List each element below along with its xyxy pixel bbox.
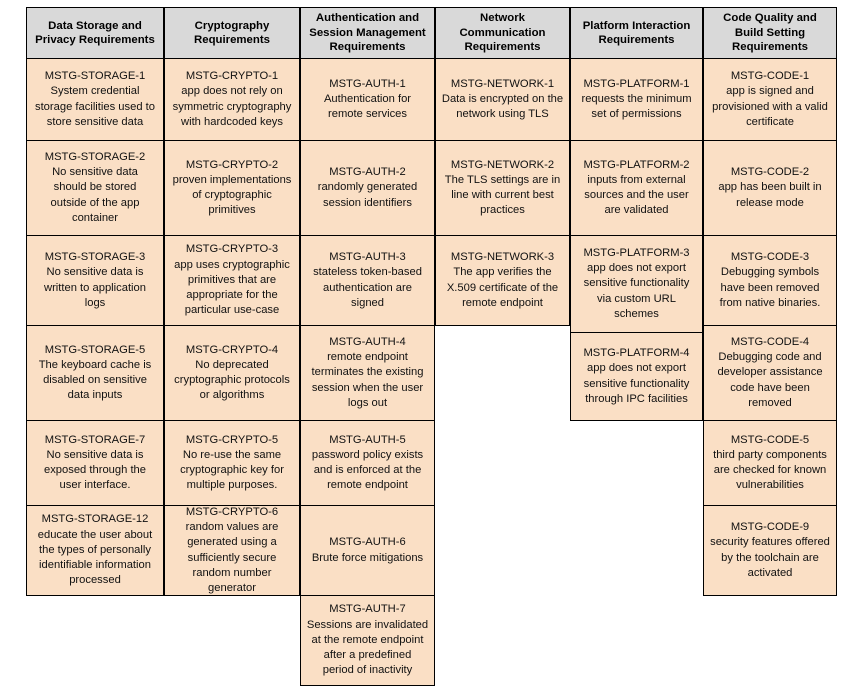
requirement-text: MSTG-STORAGE-1 System credential storage… <box>34 70 156 128</box>
requirement-text: MSTG-STORAGE-3 No sensitive data is writ… <box>44 251 146 309</box>
column-header-label: Platform Interaction Requirements <box>582 19 691 46</box>
requirement-cell: MSTG-CODE-2 app has been built in releas… <box>703 140 837 236</box>
requirement-cell: MSTG-NETWORK-1 Data is encrypted on the … <box>435 58 570 141</box>
column-header-platform: Platform Interaction Requirements <box>570 7 703 59</box>
requirement-cell: MSTG-STORAGE-12 educate the user about t… <box>26 505 164 596</box>
requirement-text: MSTG-AUTH-2 randomly generated session i… <box>317 166 418 209</box>
column-header-label: Data Storage and Privacy Requirements <box>35 19 155 46</box>
requirement-text: MSTG-CODE-1 app is signed and provisione… <box>712 70 828 128</box>
requirement-cell: MSTG-CODE-1 app is signed and provisione… <box>703 58 837 141</box>
requirement-cell: MSTG-AUTH-6 Brute force mitigations <box>300 505 435 596</box>
requirement-text: MSTG-CRYPTO-1 app does not rely on symme… <box>172 70 292 128</box>
column-header-label: Network Communication Requirements <box>459 12 546 54</box>
requirement-text: MSTG-PLATFORM-3 app does not export sens… <box>583 246 690 320</box>
requirement-cell: MSTG-CODE-3 Debugging symbols have been … <box>703 235 837 326</box>
requirement-text: MSTG-CODE-3 Debugging symbols have been … <box>719 251 821 309</box>
requirement-text: MSTG-AUTH-1 Authentication for remote se… <box>323 77 412 121</box>
requirement-text: MSTG-NETWORK-1 Data is encrypted on the … <box>441 77 564 121</box>
requirement-cell: MSTG-STORAGE-7 No sensitive data is expo… <box>26 420 164 506</box>
requirement-text: MSTG-STORAGE-7 No sensitive data is expo… <box>43 433 146 492</box>
requirement-cell: MSTG-PLATFORM-4 app does not export sens… <box>570 332 703 421</box>
requirement-cell: MSTG-CRYPTO-2 proven implementations of … <box>164 140 300 236</box>
requirement-cell: MSTG-CRYPTO-1 app does not rely on symme… <box>164 58 300 141</box>
requirement-cell: MSTG-PLATFORM-2 inputs from external sou… <box>570 140 703 236</box>
requirement-cell: MSTG-AUTH-4 remote endpoint terminates t… <box>300 325 435 421</box>
requirement-text: MSTG-NETWORK-2 The TLS settings are in l… <box>444 158 561 217</box>
requirement-text: MSTG-NETWORK-3 The app verifies the X.50… <box>446 251 559 309</box>
requirement-text: MSTG-AUTH-5 password policy exists and i… <box>311 433 424 492</box>
column-header-code: Code Quality and Build Setting Requireme… <box>703 7 837 59</box>
requirement-text: MSTG-AUTH-4 remote endpoint terminates t… <box>311 335 424 409</box>
requirement-cell: MSTG-NETWORK-3 The app verifies the X.50… <box>435 235 570 326</box>
requirement-cell: MSTG-PLATFORM-1 requests the minimum set… <box>570 58 703 141</box>
column-header-label: Cryptography Requirements <box>194 19 270 46</box>
requirement-cell: MSTG-CODE-9 security features offered by… <box>703 505 837 596</box>
requirement-text: MSTG-AUTH-7 Sessions are invalidated at … <box>306 603 429 677</box>
requirement-cell: MSTG-STORAGE-5 The keyboard cache is dis… <box>26 325 164 421</box>
requirement-cell: MSTG-PLATFORM-3 app does not export sens… <box>570 235 703 333</box>
requirement-text: MSTG-AUTH-6 Brute force mitigations <box>311 536 424 564</box>
column-header-network: Network Communication Requirements <box>435 7 570 59</box>
requirement-text: MSTG-STORAGE-12 educate the user about t… <box>37 513 153 587</box>
requirement-text: MSTG-CODE-9 security features offered by… <box>710 521 830 579</box>
requirement-text: MSTG-STORAGE-5 The keyboard cache is dis… <box>38 343 152 402</box>
requirement-cell: MSTG-STORAGE-2 No sensitive data should … <box>26 140 164 236</box>
requirement-text: MSTG-CODE-2 app has been built in releas… <box>718 166 822 209</box>
requirement-text: MSTG-PLATFORM-2 inputs from external sou… <box>583 158 690 217</box>
requirement-text: MSTG-PLATFORM-1 requests the minimum set… <box>581 77 692 121</box>
requirement-text: MSTG-CRYPTO-2 proven implementations of … <box>172 158 292 217</box>
requirement-text: MSTG-STORAGE-2 No sensitive data should … <box>44 150 146 224</box>
requirement-cell: MSTG-CODE-4 Debugging code and developer… <box>703 325 837 421</box>
column-header-storage: Data Storage and Privacy Requirements <box>26 7 164 59</box>
requirement-text: MSTG-AUTH-3 stateless token-based authen… <box>313 251 422 309</box>
column-header-label: Authentication and Session Management Re… <box>309 12 426 54</box>
requirement-cell: MSTG-CRYPTO-3 app uses cryptographic pri… <box>164 235 300 326</box>
requirement-cell: MSTG-NETWORK-2 The TLS settings are in l… <box>435 140 570 236</box>
requirement-text: MSTG-CRYPTO-3 app uses cryptographic pri… <box>174 243 290 317</box>
requirement-cell: MSTG-AUTH-3 stateless token-based authen… <box>300 235 435 326</box>
requirement-cell: MSTG-STORAGE-3 No sensitive data is writ… <box>26 235 164 326</box>
requirement-cell: MSTG-CRYPTO-4 No deprecated cryptographi… <box>164 325 300 421</box>
requirement-text: MSTG-CODE-4 Debugging code and developer… <box>717 335 823 409</box>
requirement-cell: MSTG-CRYPTO-6 random values are generate… <box>164 505 300 596</box>
requirement-cell: MSTG-AUTH-5 password policy exists and i… <box>300 420 435 506</box>
requirement-text: MSTG-CRYPTO-5 No re-use the same cryptog… <box>180 433 284 492</box>
requirement-text: MSTG-CRYPTO-4 No deprecated cryptographi… <box>174 343 290 402</box>
requirement-cell: MSTG-AUTH-2 randomly generated session i… <box>300 140 435 236</box>
requirement-text: MSTG-PLATFORM-4 app does not export sens… <box>583 347 690 405</box>
requirement-text: MSTG-CRYPTO-6 random values are generate… <box>185 505 279 594</box>
column-header-auth: Authentication and Session Management Re… <box>300 7 435 59</box>
column-header-label: Code Quality and Build Setting Requireme… <box>723 12 817 54</box>
requirement-cell: MSTG-CRYPTO-5 No re-use the same cryptog… <box>164 420 300 506</box>
requirement-cell: MSTG-AUTH-7 Sessions are invalidated at … <box>300 595 435 686</box>
requirement-cell: MSTG-AUTH-1 Authentication for remote se… <box>300 58 435 141</box>
requirement-text: MSTG-CODE-5 third party components are c… <box>713 433 827 492</box>
requirement-cell: MSTG-STORAGE-1 System credential storage… <box>26 58 164 141</box>
requirement-cell: MSTG-CODE-5 third party components are c… <box>703 420 837 506</box>
column-header-crypto: Cryptography Requirements <box>164 7 300 59</box>
